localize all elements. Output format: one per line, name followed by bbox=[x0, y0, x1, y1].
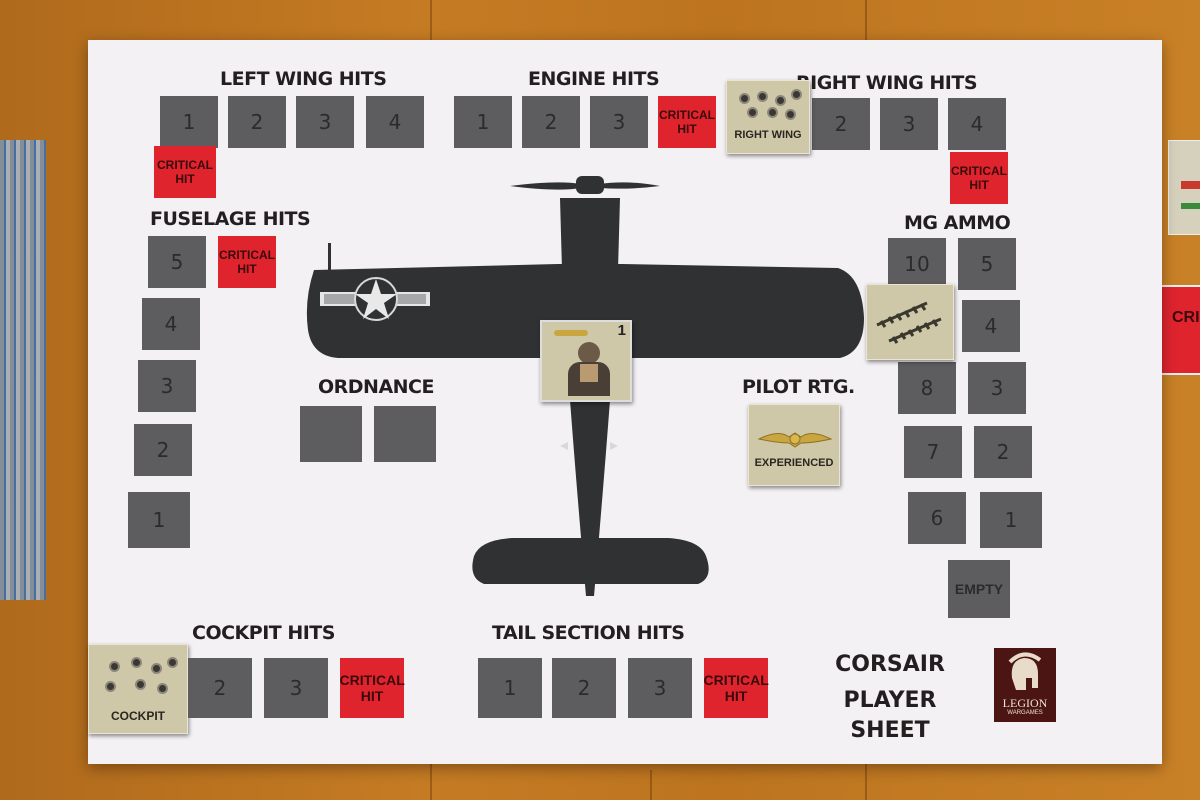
right-wing-box-2[interactable]: 2 bbox=[812, 98, 870, 150]
stray-critical-text: CRI bbox=[1172, 309, 1200, 326]
engine-critical-hit[interactable]: CRITICAL HIT bbox=[658, 96, 716, 148]
tail-critical-hit[interactable]: CRITICAL HIT bbox=[703, 658, 769, 718]
left-wing-box-2[interactable]: 2 bbox=[228, 96, 286, 148]
fuselage-label: FUSELAGE HITS bbox=[150, 208, 311, 230]
star-insignia bbox=[320, 277, 430, 321]
mg-ammo-box-10[interactable]: 10 bbox=[888, 238, 946, 290]
spartan-helmet-icon bbox=[1008, 652, 1042, 690]
tail-section-label: TAIL SECTION HITS bbox=[492, 622, 685, 644]
pilot-rating-counter[interactable]: EXPERIENCED bbox=[748, 404, 840, 486]
publisher-subtitle: WARGAMES bbox=[1007, 710, 1043, 716]
pilot-rating-text: EXPERIENCED bbox=[754, 457, 834, 469]
mg-ammo-box-5[interactable]: 5 bbox=[958, 238, 1016, 290]
bullet-hole-icon bbox=[169, 659, 176, 666]
cockpit-counter-text: COCKPIT bbox=[111, 709, 165, 723]
fuselage-box-3[interactable]: 3 bbox=[138, 360, 196, 412]
pilot-counter[interactable]: 1 bbox=[540, 320, 632, 402]
stray-counter-top[interactable] bbox=[1168, 140, 1200, 235]
left-wing-box-4[interactable]: 4 bbox=[366, 96, 424, 148]
fuselage-box-5[interactable]: 5 bbox=[148, 236, 206, 288]
fuselage-critical-hit[interactable]: CRITICAL HIT bbox=[218, 236, 276, 288]
ammo-belt-icon bbox=[876, 301, 942, 344]
bullet-hole-icon bbox=[137, 681, 144, 688]
left-wing-box-3[interactable]: 3 bbox=[296, 96, 354, 148]
mg-ammo-box-1[interactable]: 1 bbox=[980, 492, 1042, 548]
ordnance-slot-1[interactable] bbox=[300, 406, 362, 462]
right-wing-box-3[interactable]: 3 bbox=[880, 98, 938, 150]
bullet-hole-icon bbox=[777, 97, 784, 104]
mg-ammo-box-8[interactable]: 8 bbox=[898, 362, 956, 414]
corsair-silhouette bbox=[306, 176, 864, 596]
bullet-hole-icon bbox=[153, 665, 160, 672]
bullet-hole-icon bbox=[159, 685, 166, 692]
engine-box-2[interactable]: 2 bbox=[522, 96, 580, 148]
bullet-hole-icon bbox=[111, 663, 118, 670]
cockpit-critical-hit[interactable]: CRITICAL HIT bbox=[339, 658, 405, 718]
fuselage-box-1[interactable]: 1 bbox=[128, 492, 190, 548]
right-wing-counter-text: RIGHT WING bbox=[734, 129, 802, 141]
ordnance-slot-2[interactable] bbox=[374, 406, 436, 462]
ammo-belt-counter[interactable] bbox=[866, 284, 954, 360]
right-wing-box-4[interactable]: 4 bbox=[948, 98, 1006, 150]
ordnance-label: ORDNANCE bbox=[318, 376, 434, 398]
right-wing-critical-hit[interactable]: CRITICAL HIT bbox=[950, 152, 1008, 204]
cockpit-box-2[interactable]: 2 bbox=[188, 658, 252, 718]
mg-ammo-empty-box[interactable]: EMPTY bbox=[948, 560, 1010, 618]
engine-box-3[interactable]: 3 bbox=[590, 96, 648, 148]
bullet-hole-icon bbox=[787, 111, 794, 118]
sheet-title: CORSAIR PLAYER SHEET bbox=[810, 650, 970, 746]
sheet-title-line2: PLAYER SHEET bbox=[843, 688, 937, 743]
mg-ammo-box-4[interactable]: 4 bbox=[962, 300, 1020, 352]
engine-label: ENGINE HITS bbox=[528, 68, 660, 90]
cockpit-label: COCKPIT HITS bbox=[192, 622, 335, 644]
right-wing-label: RIGHT WING HITS bbox=[796, 72, 978, 94]
pilot-portrait bbox=[564, 338, 614, 398]
bullet-hole-icon bbox=[133, 659, 140, 666]
bullet-hole-icon bbox=[759, 93, 766, 100]
cockpit-box-3[interactable]: 3 bbox=[264, 658, 328, 718]
bullet-hole-icon bbox=[741, 95, 748, 102]
mg-ammo-box-6[interactable]: 6 bbox=[908, 492, 966, 544]
pilot-rating-label: PILOT RTG. bbox=[742, 376, 855, 398]
pilot-number: 1 bbox=[617, 322, 626, 339]
engine-box-1[interactable]: 1 bbox=[454, 96, 512, 148]
tail-box-3[interactable]: 3 bbox=[628, 658, 692, 718]
pilot-wings-icon bbox=[554, 330, 588, 336]
mg-ammo-label: MG AMMO bbox=[904, 212, 1011, 234]
mg-ammo-box-3[interactable]: 3 bbox=[968, 362, 1026, 414]
publisher-name: LEGION bbox=[1002, 696, 1048, 710]
legion-wargames-logo: LEGION WARGAMES bbox=[994, 648, 1056, 722]
tail-box-2[interactable]: 2 bbox=[552, 658, 616, 718]
mg-ammo-box-2[interactable]: 2 bbox=[974, 426, 1032, 478]
bullet-hole-icon bbox=[107, 683, 114, 690]
bullet-hole-icon bbox=[769, 109, 776, 116]
aviator-wings-icon bbox=[757, 432, 833, 448]
left-wing-label: LEFT WING HITS bbox=[220, 68, 387, 90]
fuselage-box-4[interactable]: 4 bbox=[142, 298, 200, 350]
left-wing-critical-hit[interactable]: CRITICAL HIT bbox=[154, 146, 216, 198]
right-wing-damage-counter[interactable]: RIGHT WING bbox=[726, 80, 810, 154]
cockpit-damage-counter[interactable]: COCKPIT bbox=[88, 644, 188, 734]
tail-box-1[interactable]: 1 bbox=[478, 658, 542, 718]
left-wing-box-1[interactable]: 1 bbox=[160, 96, 218, 148]
mg-ammo-box-7[interactable]: 7 bbox=[904, 426, 962, 478]
fuselage-box-2[interactable]: 2 bbox=[134, 424, 192, 476]
player-sheet: LEFT WING HITS 1 2 3 4 CRITICAL HIT ENGI… bbox=[88, 40, 1162, 764]
bullet-hole-icon bbox=[749, 109, 756, 116]
sheet-title-line1: CORSAIR bbox=[835, 652, 945, 677]
stray-critical-counter[interactable]: CRI bbox=[1160, 285, 1200, 375]
plastic-bag bbox=[0, 140, 46, 600]
bullet-hole-icon bbox=[793, 91, 800, 98]
